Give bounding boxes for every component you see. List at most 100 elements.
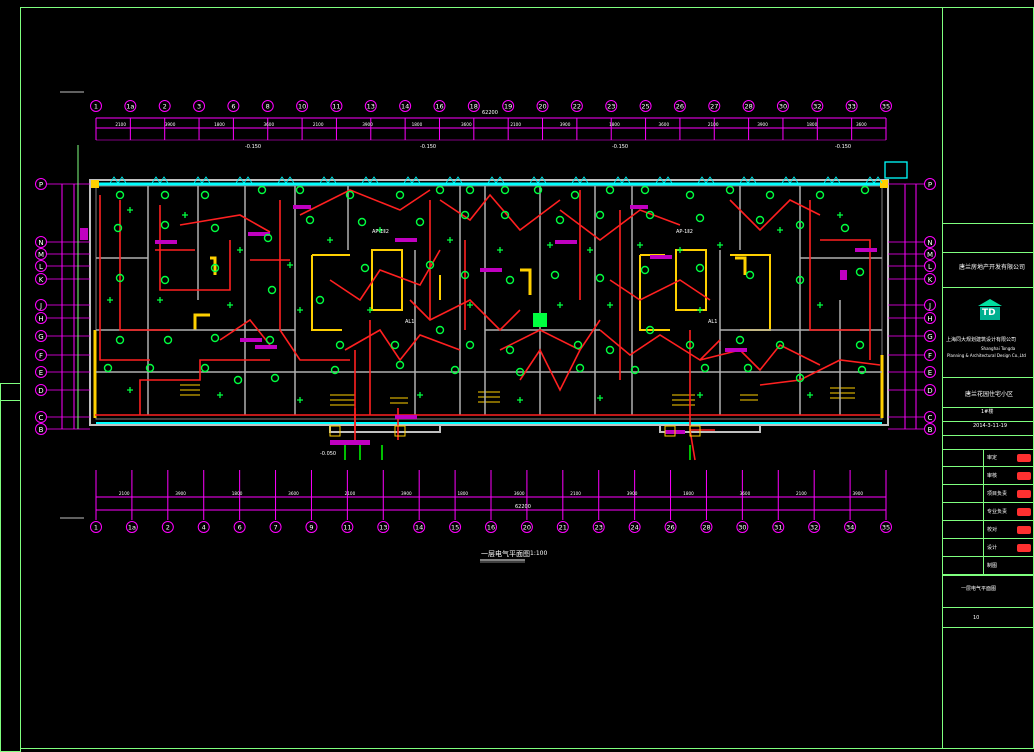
room-tags bbox=[80, 205, 877, 445]
fixture-symbol bbox=[345, 190, 355, 200]
grid-bubble-top bbox=[364, 100, 377, 112]
dimension-text-bottom: 3600 bbox=[740, 491, 751, 496]
grid-bubble-bottom bbox=[377, 521, 390, 533]
axis-bubble-left bbox=[35, 384, 47, 396]
window-mark bbox=[613, 176, 631, 184]
grid-bubble-bottom bbox=[556, 521, 569, 533]
switch-symbol bbox=[777, 227, 783, 233]
fixture-symbol bbox=[645, 325, 655, 335]
grid-label-bottom: 14 bbox=[415, 524, 423, 532]
axis-bubble-right bbox=[924, 312, 936, 324]
grid-bubble-bottom bbox=[161, 521, 174, 533]
building-no: 1#楼 bbox=[981, 409, 994, 415]
axis-label-left: P bbox=[39, 181, 43, 189]
grid-bubble-bottom bbox=[520, 521, 533, 533]
grid-bubble-top bbox=[330, 100, 343, 112]
fixture-symbol bbox=[395, 190, 405, 200]
grid-bubble-bottom bbox=[844, 521, 857, 533]
grid-bubble-top bbox=[845, 100, 858, 112]
dimension-text-bottom: 1800 bbox=[683, 491, 694, 496]
project-name: 唐兰花园住宅小区 bbox=[965, 391, 1014, 398]
signature-mark bbox=[1017, 508, 1031, 516]
axis-label-left: B bbox=[39, 426, 44, 434]
tb-line bbox=[943, 575, 1034, 576]
grid-bubble-top bbox=[880, 100, 892, 112]
axis-label-right: P bbox=[928, 181, 932, 189]
grid-label-top: 26 bbox=[676, 103, 684, 111]
fixture-symbol bbox=[415, 217, 425, 227]
switch-symbol bbox=[807, 392, 813, 398]
design-institute-en2: Planning & Architectural Design Co.,Ltd bbox=[947, 353, 1026, 358]
design-institute-en1: Shanghai Tongda bbox=[981, 346, 1016, 351]
fixture-symbol bbox=[505, 345, 515, 355]
sheet-name: 一层电气平面图 bbox=[961, 586, 997, 592]
tb-line bbox=[943, 287, 1034, 288]
grid-label-top: 2 bbox=[163, 103, 167, 111]
tb-line bbox=[943, 252, 1034, 253]
grid-label-bottom: 4 bbox=[202, 524, 206, 532]
window-mark bbox=[487, 176, 505, 184]
grid-bubble-bottom bbox=[305, 521, 318, 533]
fixture-symbol bbox=[257, 185, 267, 195]
dimension-text-top: 3600 bbox=[263, 122, 274, 127]
fixture-symbol bbox=[145, 363, 155, 373]
tb-line bbox=[943, 421, 1034, 422]
plan-title: 一层电气平面图 bbox=[481, 550, 530, 558]
grid-label-top: 33 bbox=[848, 103, 856, 111]
grid-bubble-top bbox=[399, 100, 412, 112]
axis-bubble-left bbox=[35, 273, 47, 285]
total-dimension: 62200 bbox=[482, 110, 498, 116]
grid-bubble-bottom bbox=[664, 521, 677, 533]
grid-bubble-bottom bbox=[485, 521, 497, 533]
grid-label-top: 22 bbox=[573, 103, 581, 111]
dimension-text-top: 1800 bbox=[412, 122, 423, 127]
dimension-text-top: 2100 bbox=[510, 122, 521, 127]
axis-bubble-left bbox=[35, 260, 47, 272]
signature-table: 审定审核项目负责专业负责校对设计制图 bbox=[943, 449, 1034, 575]
grid-bubble-top bbox=[193, 100, 206, 112]
switch-symbol bbox=[817, 302, 823, 308]
fixture-symbol bbox=[500, 210, 510, 220]
grid-label-top: 16 bbox=[435, 103, 443, 111]
grid-bubble-bottom bbox=[413, 521, 426, 533]
dimension-text-bottom: 2100 bbox=[119, 491, 130, 496]
axis-label-left: K bbox=[39, 276, 44, 284]
fixture-symbol bbox=[795, 275, 805, 285]
window-mark bbox=[739, 176, 757, 184]
grid-label-bottom: 24 bbox=[630, 524, 638, 532]
window-mark bbox=[445, 176, 463, 184]
grid-label-bottom: 11 bbox=[343, 524, 351, 532]
fixture-symbol bbox=[160, 190, 170, 200]
tb-line bbox=[943, 407, 1034, 408]
panel-label: AL1 bbox=[708, 319, 718, 325]
grid-bubble-bottom bbox=[269, 521, 282, 533]
fixture-symbol bbox=[390, 340, 400, 350]
grid-label-bottom: 31 bbox=[774, 524, 782, 532]
dimension-text-top: 2100 bbox=[313, 122, 324, 127]
switch-symbol bbox=[517, 397, 523, 403]
switch-symbol bbox=[107, 297, 113, 303]
dimension-text-top: 3900 bbox=[165, 122, 176, 127]
grid-label-top: 30 bbox=[779, 103, 787, 111]
tb-line bbox=[943, 627, 1034, 628]
fixture-symbol bbox=[233, 375, 243, 385]
fixture-symbol bbox=[570, 190, 580, 200]
drawing-date: 2014-3-11-19 bbox=[973, 423, 1008, 429]
fixture-symbol bbox=[465, 185, 475, 195]
axis-label-right: D bbox=[927, 387, 932, 395]
signature-row: 设计 bbox=[943, 539, 1034, 557]
switch-symbol bbox=[182, 212, 188, 218]
tb-line bbox=[943, 435, 1034, 436]
grid-label-top: 20 bbox=[538, 103, 546, 111]
grid-bubble-top bbox=[124, 100, 137, 112]
fixture-symbol bbox=[855, 340, 865, 350]
grid-label-bottom: 26 bbox=[666, 524, 674, 532]
grid-bubble-bottom bbox=[628, 521, 641, 533]
fixture-symbol bbox=[357, 217, 367, 227]
grid-label-top: 13 bbox=[367, 103, 375, 111]
stair-core-left bbox=[311, 249, 441, 331]
grid-bubble-bottom bbox=[125, 521, 138, 533]
grid-label-top: 11 bbox=[332, 103, 340, 111]
grid-label-top: 23 bbox=[607, 103, 615, 111]
